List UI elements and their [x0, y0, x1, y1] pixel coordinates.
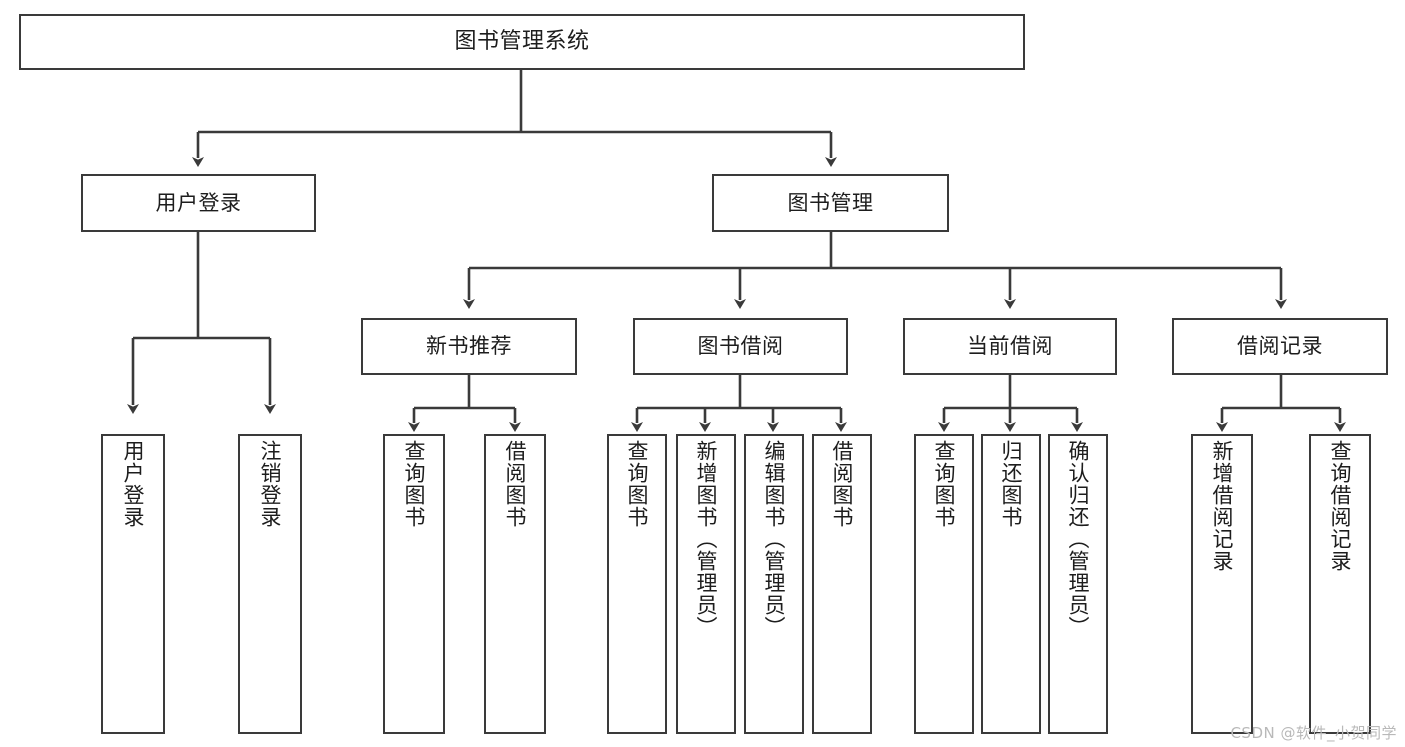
node-current-borrow[interactable]: 当前借阅 [903, 318, 1117, 375]
node-label: 当前借阅 [967, 334, 1053, 359]
node-label: 编辑图书（管理员） [762, 440, 787, 638]
node-book-management[interactable]: 图书管理 [712, 174, 949, 232]
node-leaf-borrow-book[interactable]: 借阅图书 [812, 434, 872, 734]
node-label: 借阅记录 [1237, 334, 1323, 359]
node-label: 新增图书（管理员） [694, 440, 719, 638]
node-label: 用户登录 [155, 190, 242, 215]
node-leaf-user-login[interactable]: 用户登录 [101, 434, 165, 734]
csdn-watermark: CSDN @软件_小贺同学 [1230, 724, 1397, 742]
node-book-borrow[interactable]: 图书借阅 [633, 318, 848, 375]
node-leaf-add-borrow-record[interactable]: 新增借阅记录 [1191, 434, 1253, 734]
node-label: 图书管理 [787, 190, 874, 215]
node-label: 查询图书 [625, 440, 650, 528]
node-leaf-logout-login[interactable]: 注销登录 [238, 434, 302, 734]
node-label: 新增借阅记录 [1210, 440, 1235, 572]
node-label: 确认归还（管理员） [1066, 440, 1091, 638]
node-leaf-borrow-book-recommend[interactable]: 借阅图书 [484, 434, 546, 734]
node-label: 借阅图书 [503, 440, 528, 528]
node-label: 归还图书 [999, 440, 1024, 528]
node-leaf-return-book[interactable]: 归还图书 [981, 434, 1041, 734]
node-label: 用户登录 [121, 440, 146, 528]
node-label: 查询图书 [932, 440, 957, 528]
node-label: 图书借阅 [697, 334, 784, 359]
node-label: 图书管理系统 [454, 29, 590, 55]
node-leaf-query-book-current[interactable]: 查询图书 [914, 434, 974, 734]
node-leaf-query-book-recommend[interactable]: 查询图书 [383, 434, 445, 734]
node-label: 查询借阅记录 [1328, 440, 1353, 572]
node-label: 新书推荐 [426, 334, 512, 359]
node-leaf-add-book-admin[interactable]: 新增图书（管理员） [676, 434, 736, 734]
node-leaf-confirm-return-admin[interactable]: 确认归还（管理员） [1048, 434, 1108, 734]
node-leaf-query-borrow-record[interactable]: 查询借阅记录 [1309, 434, 1371, 734]
node-new-book-recommend[interactable]: 新书推荐 [361, 318, 577, 375]
node-borrow-record[interactable]: 借阅记录 [1172, 318, 1388, 375]
node-root-book-management-system[interactable]: 图书管理系统 [19, 14, 1025, 70]
node-label: 查询图书 [402, 440, 427, 528]
node-label: 借阅图书 [830, 440, 855, 528]
node-leaf-query-book-borrow[interactable]: 查询图书 [607, 434, 667, 734]
node-label: 注销登录 [258, 440, 283, 528]
node-leaf-edit-book-admin[interactable]: 编辑图书（管理员） [744, 434, 804, 734]
node-user-login[interactable]: 用户登录 [81, 174, 316, 232]
